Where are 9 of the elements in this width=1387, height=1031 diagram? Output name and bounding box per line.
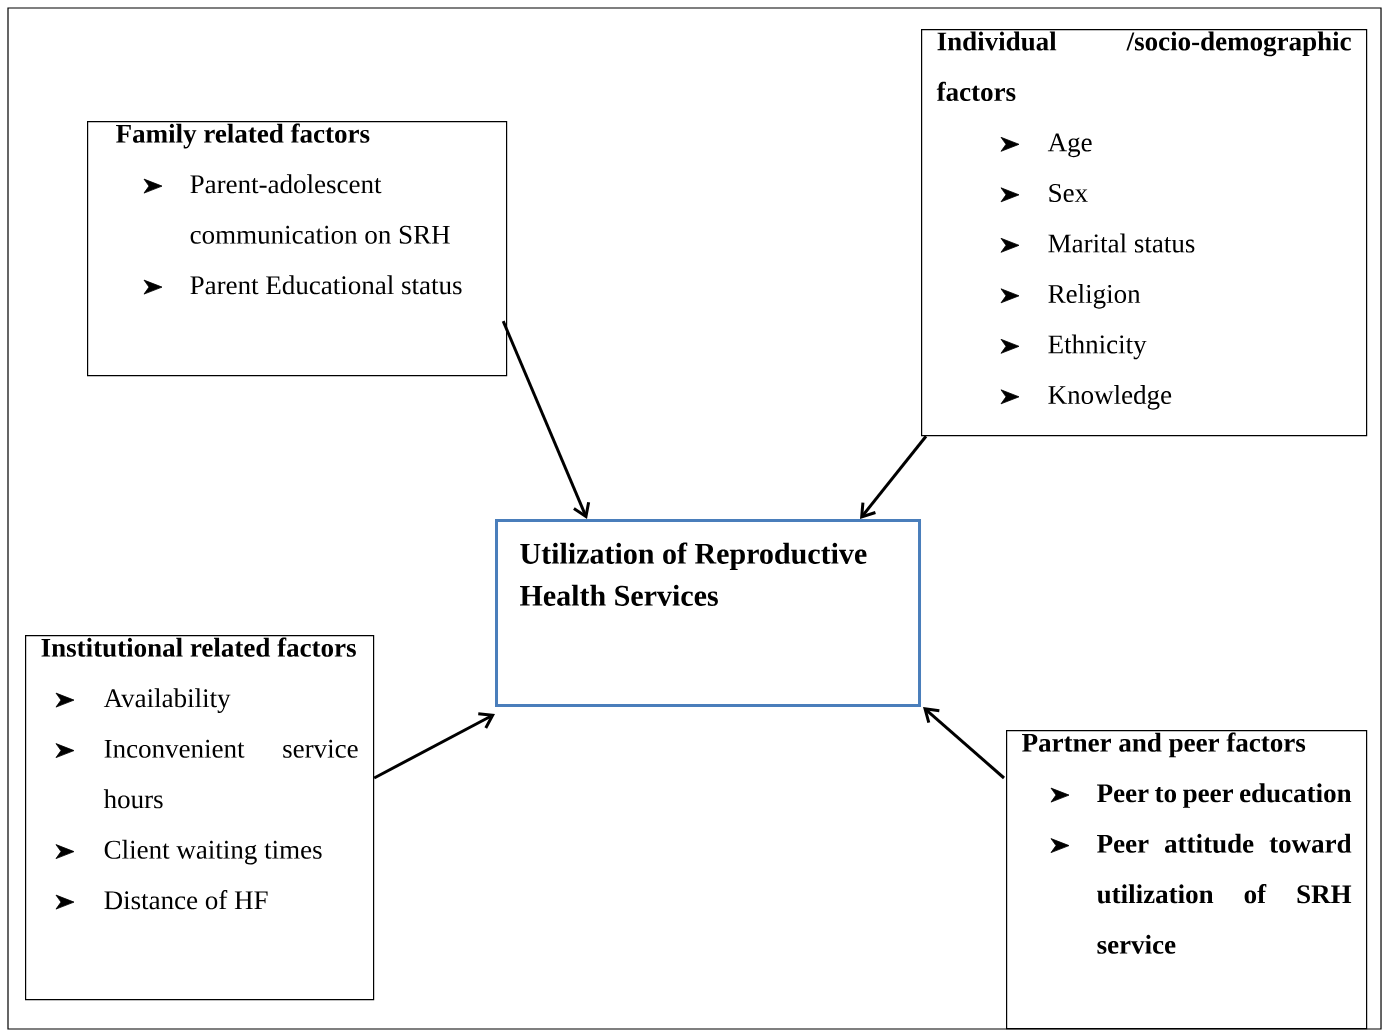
factor-box: Partner and peer factors Peer to peer education Peer attitude toward utilization of SRH service [1006, 730, 1368, 1030]
arrow [373, 712, 495, 780]
factor-box: Institutional related factors Availability Inconvenient service hours Client waiting times Distance of HF [25, 635, 375, 1001]
arrow [860, 435, 928, 519]
arrow [501, 320, 591, 519]
factor-box: Individual /socio-demographic factors Age Sex Marital status Religion Ethnicity Knowledge [921, 29, 1368, 437]
factor-box: Family related factors Parent-adolescent communication on SRH Parent Educational status [87, 121, 508, 377]
arrow [923, 707, 1005, 780]
title-box: Utilization of Reproductive Health Services [495, 519, 921, 707]
